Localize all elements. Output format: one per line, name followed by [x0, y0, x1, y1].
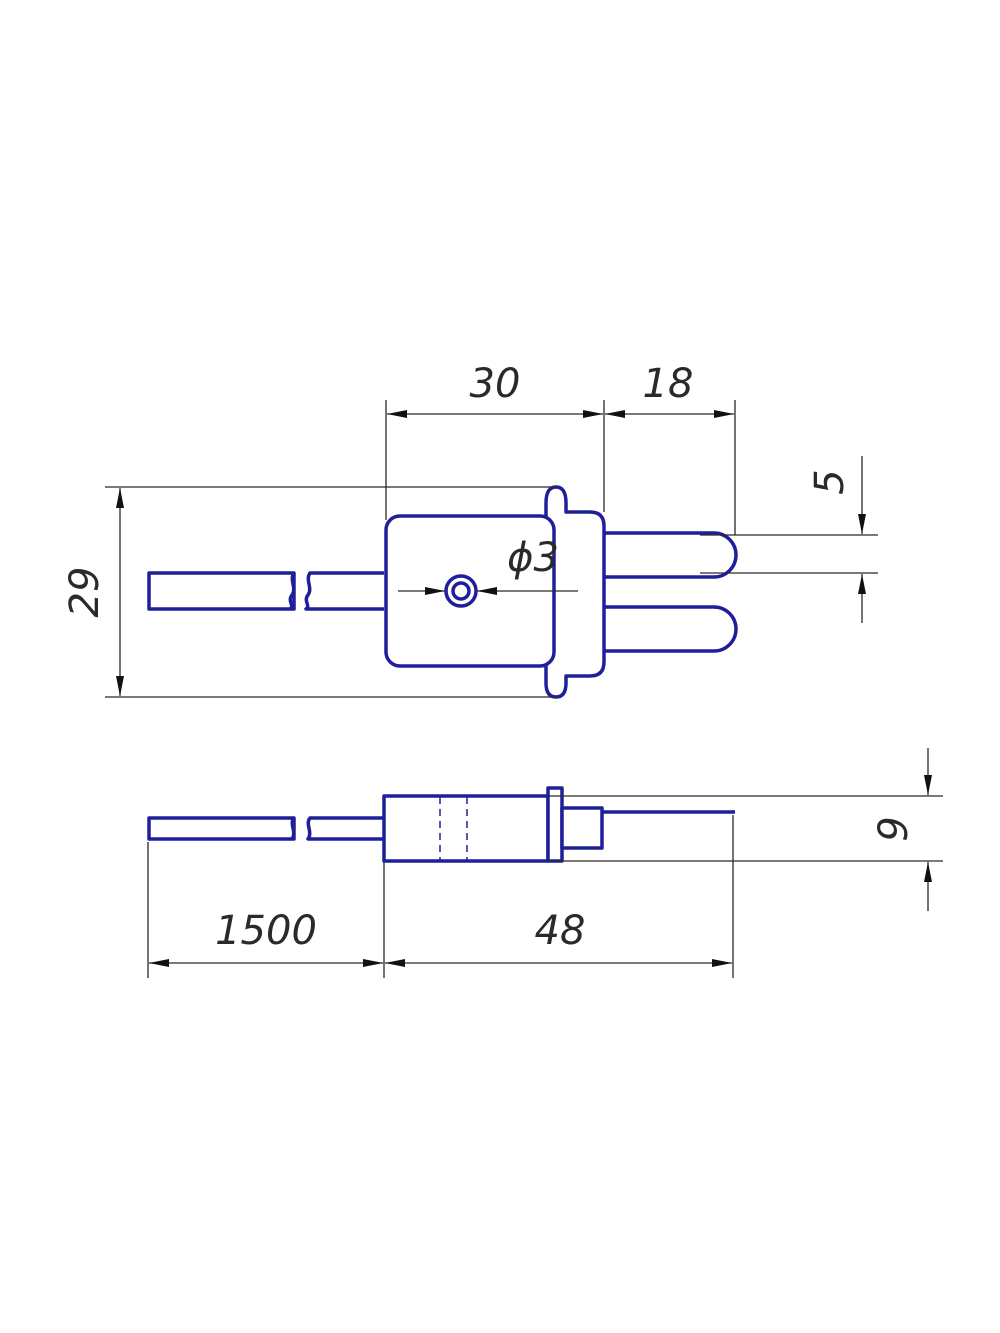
label-9: 9	[871, 816, 917, 841]
label-18: 18	[643, 361, 694, 407]
cable-segment-top	[304, 571, 384, 611]
label-48: 48	[535, 908, 586, 954]
cable-stub-side	[147, 816, 296, 841]
mounting-hole-outer	[444, 574, 478, 608]
cable-stub-top	[147, 571, 296, 611]
dimension-labels: 30 18 29 5 ϕ3 1500 48 9	[62, 361, 917, 954]
flange-step	[560, 806, 604, 850]
connector-body-side	[382, 794, 550, 863]
top-view	[147, 485, 738, 699]
label-5: 5	[807, 469, 853, 494]
cable-segment-side	[306, 816, 384, 841]
side-view-dimensions	[147, 748, 943, 978]
mounting-hole-inner	[451, 581, 471, 601]
flange-side	[546, 786, 564, 863]
pin-upper	[583, 531, 738, 579]
top-view-dimensions	[105, 400, 878, 698]
label-1500: 1500	[215, 908, 317, 954]
pin-lower	[583, 605, 738, 653]
label-29: 29	[62, 567, 108, 618]
label-hole-diameter: ϕ3	[507, 535, 559, 581]
cable-break-top	[288, 571, 296, 611]
side-view	[147, 786, 735, 863]
label-30: 30	[470, 361, 521, 407]
cable-break-side	[290, 816, 296, 841]
